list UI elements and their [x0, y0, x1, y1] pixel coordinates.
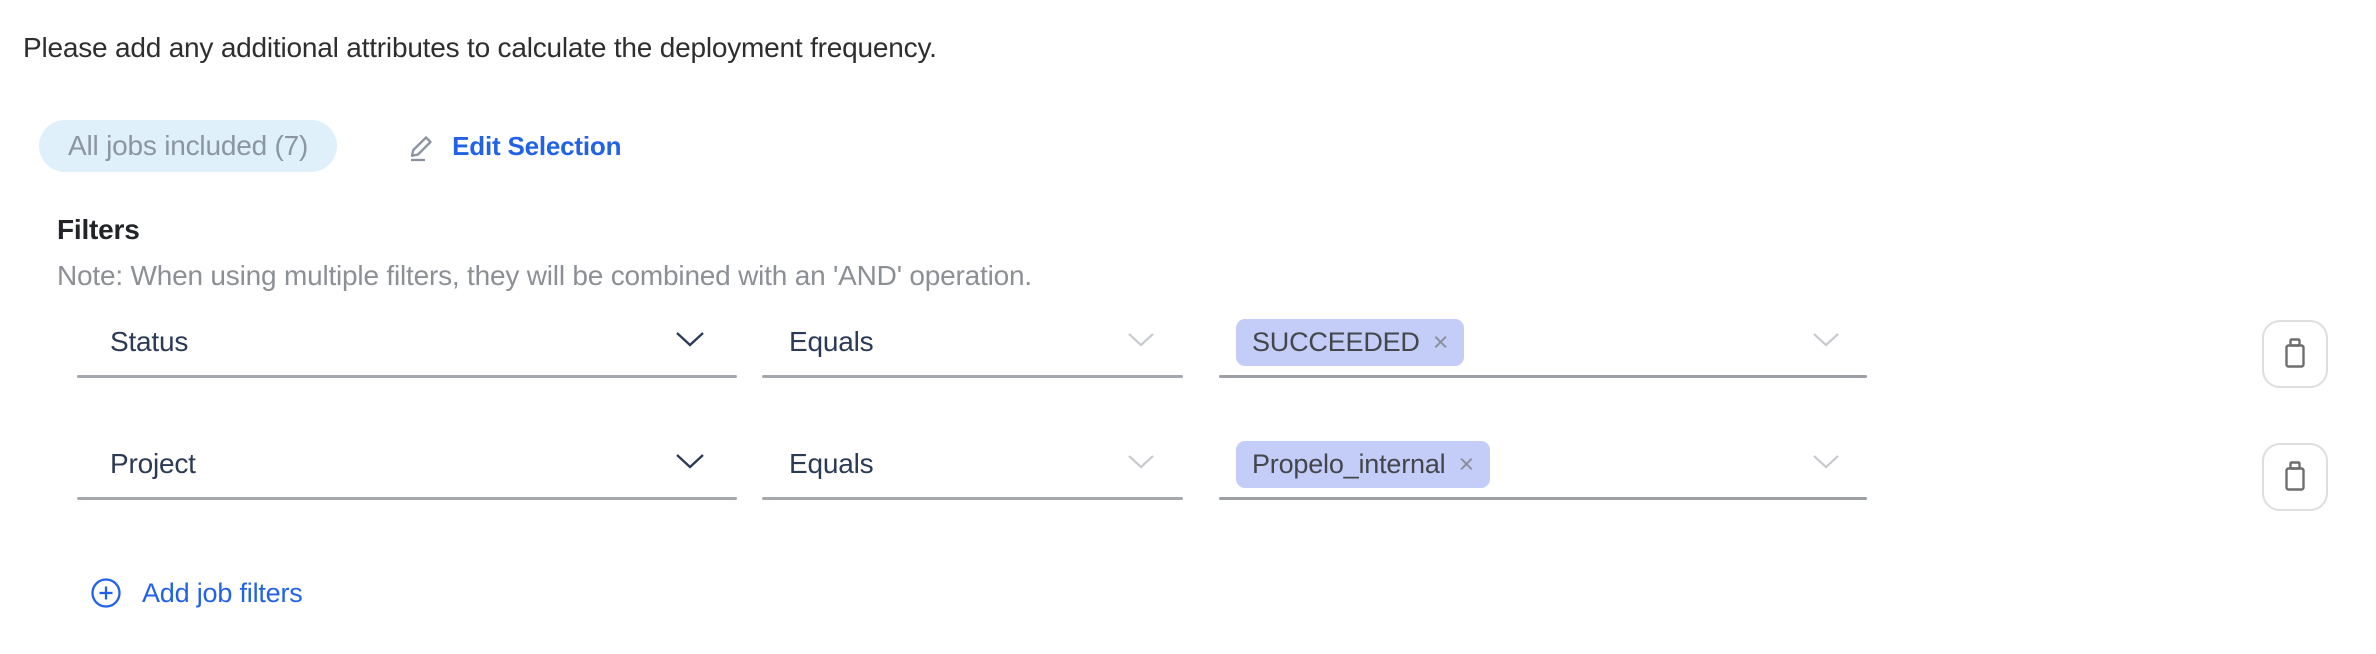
field-underline — [77, 497, 737, 500]
operator-select-value: Equals — [789, 448, 874, 479]
add-job-filters-button[interactable]: Add job filters — [90, 577, 303, 609]
values-multiselect[interactable]: Propelo_internal × — [1219, 432, 1867, 500]
operator-select-value: Equals — [789, 326, 874, 357]
trash-icon — [2280, 336, 2310, 373]
values-multiselect[interactable]: SUCCEEDED × — [1219, 310, 1867, 378]
field-underline — [1219, 497, 1867, 500]
remove-value-icon[interactable]: × — [1432, 326, 1449, 357]
chevron-down-icon — [1127, 332, 1155, 353]
edit-selection-label: Edit Selection — [452, 130, 622, 161]
chevron-down-icon — [1812, 454, 1840, 475]
chevron-down-icon — [675, 331, 705, 353]
all-jobs-badge: All jobs included (7) — [39, 120, 338, 172]
field-underline — [762, 375, 1183, 378]
add-job-filters-label: Add job filters — [142, 577, 303, 608]
attribute-select[interactable]: Status — [77, 310, 737, 378]
edit-selection-button[interactable]: Edit Selection — [405, 129, 621, 163]
field-underline — [77, 375, 737, 378]
edit-pencil-icon — [405, 129, 439, 163]
remove-value-icon[interactable]: × — [1458, 448, 1475, 479]
plus-circle-icon — [90, 577, 122, 609]
delete-filter-button[interactable] — [2262, 443, 2328, 511]
trash-icon — [2280, 459, 2310, 496]
chevron-down-icon — [675, 453, 705, 475]
chevron-down-icon — [1812, 332, 1840, 353]
filters-note: Note: When using multiple filters, they … — [57, 260, 1032, 291]
value-tag-label: SUCCEEDED — [1252, 326, 1420, 357]
attribute-select-value: Project — [110, 448, 196, 479]
attribute-select[interactable]: Project — [77, 432, 737, 500]
chevron-down-icon — [1127, 454, 1155, 475]
value-tag: SUCCEEDED × — [1236, 318, 1465, 366]
jobs-summary-row: All jobs included (7) Edit Selection — [39, 120, 621, 172]
filter-row: Status Equals SUCCEEDED × — [0, 310, 2376, 390]
field-underline — [1219, 375, 1867, 378]
intro-text: Please add any additional attributes to … — [23, 32, 937, 63]
all-jobs-badge-label: All jobs included (7) — [68, 130, 309, 161]
value-tag: Propelo_internal × — [1236, 440, 1491, 488]
attribute-select-value: Status — [110, 326, 189, 357]
filters-heading: Filters — [57, 214, 140, 245]
operator-select[interactable]: Equals — [762, 432, 1183, 500]
value-tag-label: Propelo_internal — [1252, 448, 1446, 479]
field-underline — [762, 497, 1183, 500]
operator-select[interactable]: Equals — [762, 310, 1183, 378]
filter-row: Project Equals Propelo_internal × — [0, 432, 2376, 512]
delete-filter-button[interactable] — [2262, 320, 2328, 388]
